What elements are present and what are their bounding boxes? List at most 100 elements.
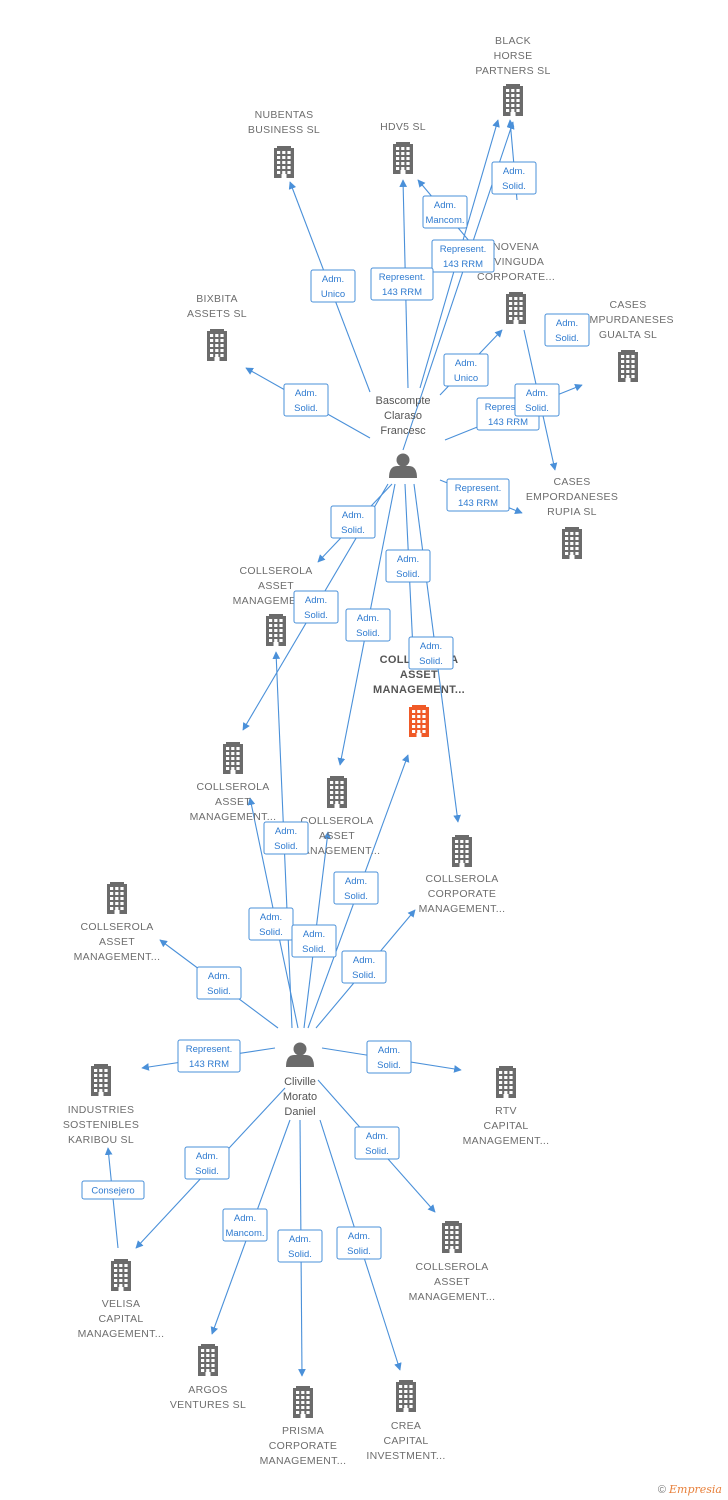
relation-text-line: Solid. — [288, 1249, 312, 1260]
brand-logo: Empresia — [669, 1483, 722, 1496]
relation-text-line: 143 RRM — [488, 417, 528, 428]
relation-r-rupia[interactable]: Represent.143 RRM — [446, 478, 510, 512]
relation-text-line: Solid. — [365, 1146, 389, 1157]
relation-text-line: Solid. — [377, 1060, 401, 1071]
relation-r-p2-am5[interactable]: Adm.Solid. — [354, 1126, 400, 1160]
relation-text: Adm.Solid. — [304, 595, 328, 621]
relation-text-line: Adm. — [357, 613, 379, 624]
company-label-hdv5[interactable]: HDV5 SL — [380, 121, 426, 133]
company-label-line: NOVENA — [493, 241, 539, 253]
relation-text-line: Solid. — [555, 333, 579, 344]
relation-r-nubentas[interactable]: Adm.Unico — [310, 269, 356, 303]
relation-r-p2-velisa[interactable]: Adm.Solid. — [184, 1146, 230, 1180]
relation-text-line: Adm. — [322, 274, 344, 285]
relation-text: Adm.Solid. — [419, 641, 443, 667]
building-icon — [452, 835, 472, 867]
relation-text-line: Adm. — [289, 1234, 311, 1245]
relation-r-p2-am3[interactable]: Adm.Solid. — [291, 924, 337, 958]
company-label-line: VELISA — [102, 1298, 141, 1310]
company-label-line: ASSET — [434, 1276, 470, 1288]
relation-r-p2-am2[interactable]: Adm.Solid. — [263, 821, 309, 855]
relation-r-gualta-solid[interactable]: Adm.Solid. — [544, 313, 590, 347]
building-icon — [111, 1259, 131, 1291]
relation-r-novena[interactable]: Adm.Unico — [443, 353, 489, 387]
relation-r-p2-corp[interactable]: Adm.Solid. — [341, 950, 387, 984]
relation-r-p2-argos[interactable]: Adm.Mancom. — [222, 1208, 268, 1242]
relation-text: Represent.143 RRM — [440, 244, 486, 270]
building-icon — [393, 142, 413, 174]
building-icon — [266, 614, 286, 646]
relation-text-line: Consejero — [91, 1186, 134, 1197]
relation-text-line: Solid. — [302, 944, 326, 955]
relation-text-line: Adm. — [503, 166, 525, 177]
relation-r-bixbita[interactable]: Adm.Solid. — [283, 383, 329, 417]
relation-text: Adm.Solid. — [502, 166, 526, 192]
relation-r-p2-am4[interactable]: Adm.Solid. — [196, 966, 242, 1000]
relation-text: Adm.Solid. — [207, 971, 231, 997]
relation-r-p1-main-a[interactable]: Adm.Solid. — [345, 608, 391, 642]
building-icon — [198, 1344, 218, 1376]
relation-text: Adm.Mancom. — [225, 1213, 264, 1239]
relation-r-black-horse-rep[interactable]: Represent.143 RRM — [431, 239, 495, 273]
relation-r-p1-am1b[interactable]: Adm.Solid. — [293, 590, 339, 624]
relation-r-hdv5-manc[interactable]: Adm.Mancom. — [422, 195, 468, 229]
relation-r-p1-am3[interactable]: Adm.Solid. — [385, 549, 431, 583]
relation-r-p2-main[interactable]: Adm.Solid. — [333, 871, 379, 905]
relation-r-p1-am1[interactable]: Adm.Solid. — [330, 505, 376, 539]
relation-r-black-horse[interactable]: Adm.Solid. — [491, 161, 537, 195]
relation-text: Adm.Solid. — [365, 1131, 389, 1157]
company-label-line: MANAGEMENT... — [260, 1455, 347, 1467]
company-label-line: PARTNERS SL — [475, 65, 550, 77]
company-label-line: CAPITAL — [483, 1120, 528, 1132]
company-label-line: COLLSEROLA — [300, 815, 373, 827]
person-icon — [286, 1042, 314, 1067]
company-label-line: COLLSEROLA — [80, 921, 153, 933]
relation-text: Adm.Solid. — [274, 826, 298, 852]
relation-r-p2-industries[interactable]: Represent.143 RRM — [177, 1039, 241, 1073]
company-label-line: CAPITAL — [383, 1435, 428, 1447]
relation-r-p2-rtv[interactable]: Adm.Solid. — [366, 1040, 412, 1074]
company-label-line: NUBENTAS — [255, 109, 314, 121]
relations-layer: Adm.Solid.Represent.143 RRMRepresent.143… — [81, 161, 590, 1263]
relation-text: Adm.Solid. — [377, 1045, 401, 1071]
relation-r-velisa-industries[interactable]: Consejero — [81, 1180, 145, 1200]
building-icon — [396, 1380, 416, 1412]
relation-text: Adm.Unico — [454, 358, 478, 384]
relation-r-novena-gualta[interactable]: Adm.Solid. — [514, 383, 560, 417]
relation-text: Adm.Mancom. — [425, 200, 464, 226]
building-icon — [618, 350, 638, 382]
relation-r-p2-crea[interactable]: Adm.Solid. — [336, 1226, 382, 1260]
company-label-line: COLLSEROLA — [239, 565, 312, 577]
relation-text-line: Adm. — [196, 1151, 218, 1162]
relation-text-line: 143 RRM — [189, 1059, 229, 1070]
relation-r-hdv5-rep[interactable]: Represent.143 RRM — [370, 267, 434, 301]
relation-r-p2-prisma[interactable]: Adm. Solid. — [277, 1229, 323, 1263]
company-label-line: COLLSEROLA — [425, 873, 498, 885]
relation-r-p1-corp[interactable]: Adm.Solid. — [408, 636, 454, 670]
relation-text-line: Adm. — [305, 595, 327, 606]
relation-r-p2-am1[interactable]: Adm.Solid. — [248, 907, 294, 941]
company-label-line: MANAGEMENT... — [419, 903, 506, 915]
company-label-line: ASSET — [319, 830, 355, 842]
building-icon — [207, 329, 227, 361]
company-label-line: GUALTA SL — [599, 329, 657, 341]
